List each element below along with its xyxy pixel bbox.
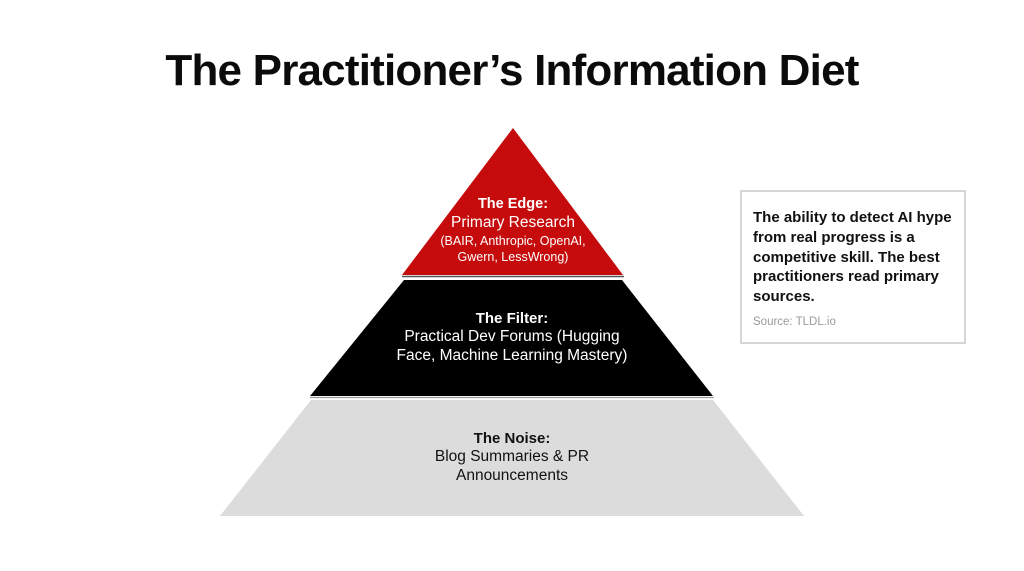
pyramid-layer-noise [220,400,804,516]
pyramid-layer-filter [310,280,713,396]
edge-line3: Gwern, LessWrong) [457,250,569,265]
filter-line2: Face, Machine Learning Mastery) [396,347,628,365]
noise-line1: Blog Summaries & PR [434,448,590,466]
edge-heading: The Edge: [477,196,549,212]
callout-source: Source: TLDL.io [753,315,836,328]
noise-line2: Announcements [455,467,569,485]
edge-line2: (BAIR, Anthropic, OpenAI, [440,233,586,248]
page-title: The Practitioner’s Information Diet [165,46,859,95]
quote-callout: The ability to detect AI hype from real … [740,190,966,344]
callout-quote: The ability to detect AI hype from real … [753,209,952,306]
pyramid-layer-edge [402,128,623,275]
noise-heading: The Noise: [473,430,551,447]
edge-label: The Edge: Primary Research (BAIR, Anthro… [412,196,614,266]
filter-heading: The Filter: [475,310,549,327]
filter-label: The Filter: Practical Dev Forums (Huggin… [362,310,662,366]
edge-line1: Primary Research [450,213,576,231]
filter-line1: Practical Dev Forums (Hugging [404,328,620,346]
noise-label: The Noise: Blog Summaries & PR Announcem… [362,430,662,486]
